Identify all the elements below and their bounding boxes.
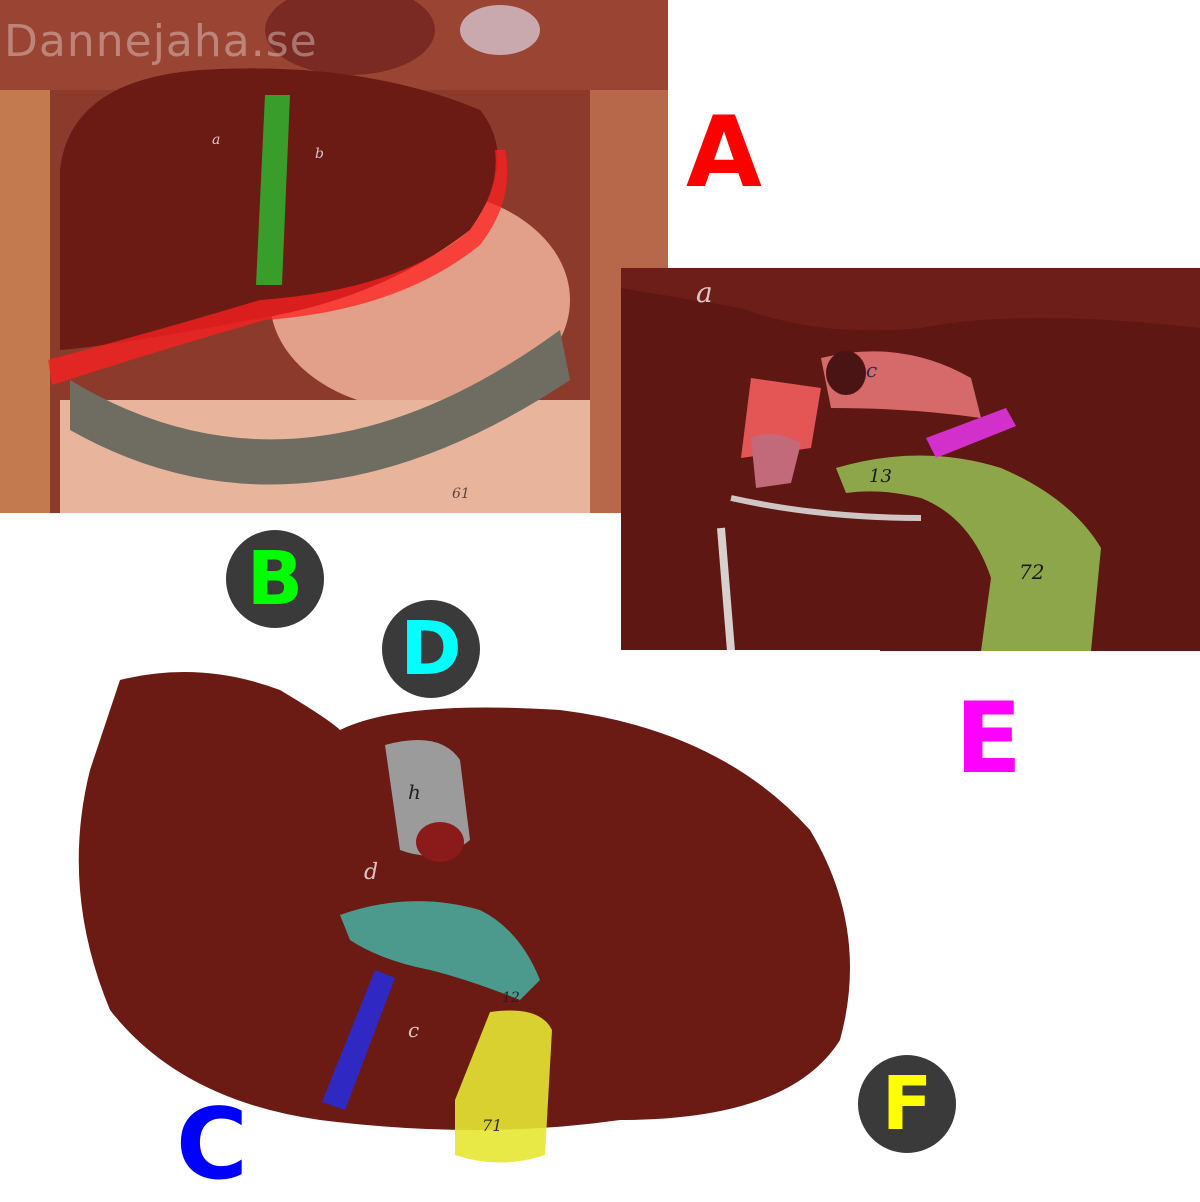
liver-model-photo: h d c 12 71 <box>0 650 880 1200</box>
label-c-text: C <box>176 1088 248 1202</box>
label-c: C <box>176 1096 248 1194</box>
model-letter: c <box>866 358 878 382</box>
model-letter: c <box>408 1018 420 1042</box>
yellow-highlight <box>455 1010 552 1163</box>
blue-highlight <box>322 970 395 1110</box>
label-f: F <box>858 1055 956 1153</box>
model-letter: b <box>315 146 324 162</box>
label-e-text: E <box>955 682 1022 796</box>
model-letter: 71 <box>482 1116 503 1135</box>
label-e: E <box>955 690 1022 788</box>
label-b-text: B <box>246 536 304 622</box>
hilum-closeup-photo: a c 13 72 <box>621 268 1200 651</box>
label-d: D <box>382 600 480 698</box>
label-b: B <box>226 530 324 628</box>
teal-highlight <box>340 901 540 1000</box>
model-letter: h <box>408 780 421 804</box>
label-d-text: D <box>400 606 462 692</box>
model-letter: 13 <box>869 466 892 487</box>
label-a: A <box>686 104 762 202</box>
label-a-text: A <box>686 96 762 210</box>
watermark-text: Dannejaha.se <box>4 16 318 67</box>
model-letter: a <box>696 276 713 309</box>
green-highlight <box>256 95 290 285</box>
model-letter: 61 <box>452 486 470 502</box>
model-letter: 72 <box>1019 560 1045 584</box>
magenta-highlight <box>926 408 1016 458</box>
model-letter: 12 <box>502 990 520 1006</box>
red-highlight <box>48 150 508 385</box>
model-letter: a <box>212 132 221 148</box>
torso-model-photo: Dannejaha.se a b 61 <box>0 0 668 513</box>
model-letter: d <box>364 860 379 885</box>
label-f-text: F <box>881 1061 933 1147</box>
